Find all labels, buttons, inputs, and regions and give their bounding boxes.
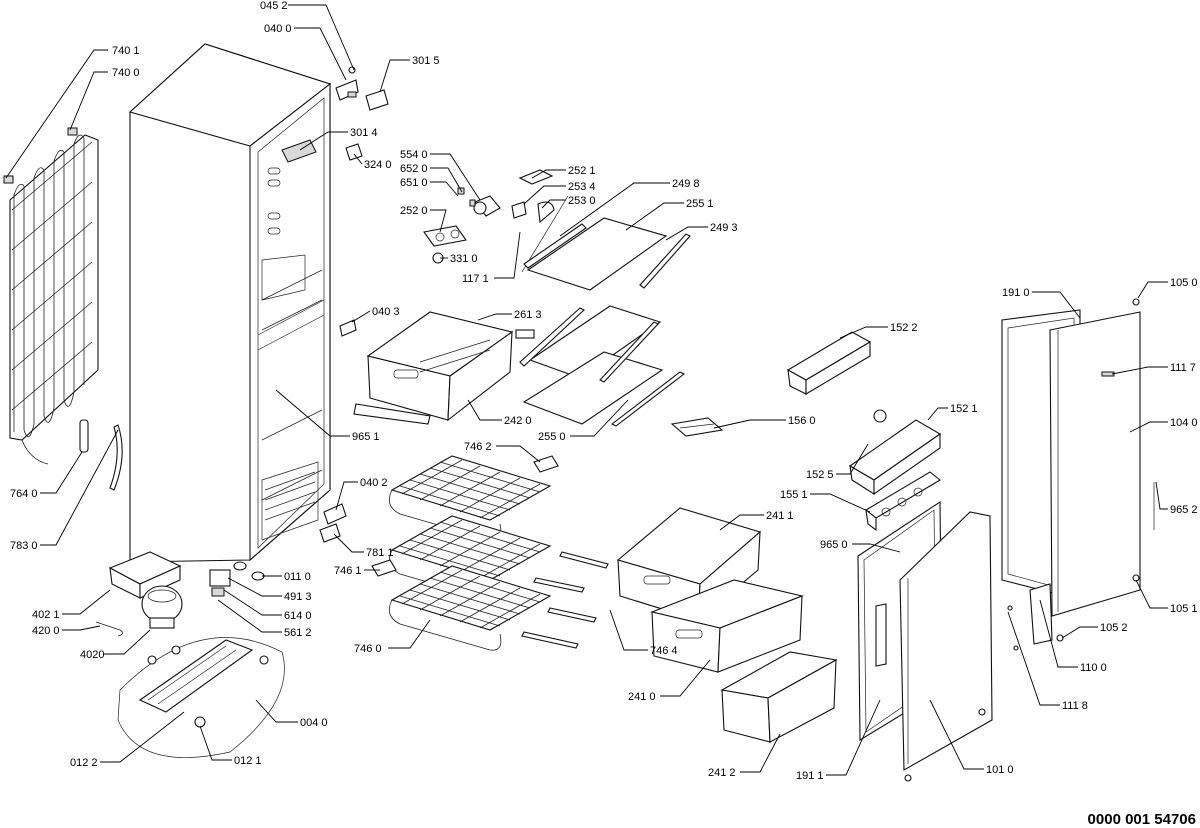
crisper-drawers [616, 507, 838, 743]
callout-7464: 746 4 [650, 645, 678, 657]
tube-parts [79, 419, 123, 491]
callout-0402: 040 2 [360, 477, 388, 489]
callout-4021: 402 1 [32, 609, 60, 621]
callout-3310: 331 0 [450, 253, 478, 265]
callout-7400: 740 0 [112, 67, 140, 79]
callout-7460: 746 0 [354, 643, 382, 655]
callout-3015: 301 5 [412, 55, 440, 67]
callout-2521: 252 1 [568, 165, 596, 177]
wire-rack-3 [388, 565, 552, 651]
callout-2420: 242 0 [504, 415, 532, 427]
door-shelf-set [848, 409, 942, 532]
lower-hinge-parts [319, 503, 347, 543]
callout-0040: 004 0 [300, 717, 328, 729]
callout-1040: 104 0 [1170, 417, 1198, 429]
callout-1118: 111 8 [1062, 700, 1088, 712]
callout-1010: 101 0 [986, 764, 1014, 776]
callout-6510: 651 0 [400, 177, 428, 189]
crisper-drawer-top [353, 311, 514, 425]
callout-3014: 301 4 [350, 127, 378, 139]
compressor-group [95, 551, 231, 637]
callout-1525: 152 5 [806, 469, 834, 481]
condenser-coil [3, 127, 99, 465]
callout-0110: 011 0 [284, 571, 311, 583]
wire-rack-2 [388, 515, 552, 601]
callout-7640: 764 0 [10, 488, 38, 500]
callout-2411: 241 1 [766, 510, 794, 522]
base-plate [117, 637, 285, 758]
callout-1117: 111 7 [1170, 362, 1196, 374]
callout-2534: 253 4 [568, 181, 596, 193]
callout-1052: 105 2 [1100, 622, 1128, 634]
leader-lines [5, 4, 1168, 776]
callout-0403: 040 3 [372, 306, 400, 318]
thermostat-assembly [423, 169, 569, 273]
callout-0121: 012 1 [234, 755, 262, 767]
callout-1910: 191 0 [1002, 287, 1030, 299]
callout-2493: 249 3 [710, 222, 738, 234]
callout-1911: 191 1 [796, 770, 824, 782]
callout-7811: 781 1 [366, 547, 394, 559]
lamp-cover [345, 143, 363, 161]
callout-7401: 740 1 [112, 45, 140, 57]
small-brackets [339, 319, 535, 339]
drawer-241-2 [720, 651, 838, 743]
glass-shelf-upper [523, 217, 691, 291]
callout-4020: 4020 [80, 649, 104, 661]
callout-2551: 255 1 [686, 198, 714, 210]
top-hinge [335, 66, 359, 101]
callout-2412: 241 2 [708, 767, 736, 779]
callout-7462: 746 2 [464, 441, 492, 453]
callout-2410: 241 0 [628, 691, 656, 703]
callout-4913: 491 3 [284, 591, 312, 603]
refrigerator-cabinet [128, 43, 332, 581]
callout-2498: 249 8 [672, 178, 700, 190]
callout-1521: 152 1 [950, 403, 978, 415]
callout-5612: 561 2 [284, 627, 312, 639]
egg-tray [670, 417, 724, 437]
glass-shelf-lower [519, 305, 686, 427]
callout-1051: 105 1 [1170, 603, 1198, 615]
callout-9652: 965 2 [1170, 504, 1198, 516]
wire-shelf-racks [388, 455, 552, 651]
callout-0452: 045 2 [260, 0, 288, 12]
callout-0122: 012 2 [70, 757, 98, 769]
part-illustrations [3, 43, 1155, 782]
callout-1100: 110 0 [1080, 662, 1107, 674]
callout-1171: 117 1 [462, 273, 489, 285]
lower-door [857, 500, 1019, 782]
callout-2550: 255 0 [538, 431, 566, 443]
rack-supports [371, 455, 609, 649]
callout-2520: 252 0 [400, 205, 428, 217]
callout-1522: 152 2 [890, 322, 918, 334]
document-id: 0000 001 54706 [1088, 811, 1196, 828]
callout-1560: 156 0 [788, 415, 816, 427]
cover-part [365, 89, 389, 111]
callout-9650: 965 0 [820, 539, 848, 551]
callout-1050: 105 0 [1170, 277, 1198, 289]
callout-labels: 045 2 040 0 301 5 740 1 740 0 301 4 324 … [10, 0, 1198, 782]
callout-3240: 324 0 [364, 159, 392, 171]
door-shelf-upper [786, 331, 872, 395]
callout-6140: 614 0 [284, 610, 312, 622]
callout-7461: 746 1 [334, 565, 362, 577]
callout-9651: 965 1 [352, 431, 380, 443]
callout-1551: 155 1 [780, 489, 808, 501]
upper-door [1001, 298, 1155, 645]
callout-2530: 253 0 [568, 195, 596, 207]
callout-6520: 652 0 [400, 163, 428, 175]
drawer-241-0 [650, 579, 804, 673]
callout-0400: 040 0 [264, 23, 292, 35]
callout-2613: 261 3 [514, 309, 542, 321]
callout-7830: 783 0 [10, 540, 38, 552]
callout-4200: 420 0 [32, 625, 60, 637]
callout-5540: 554 0 [400, 149, 428, 161]
